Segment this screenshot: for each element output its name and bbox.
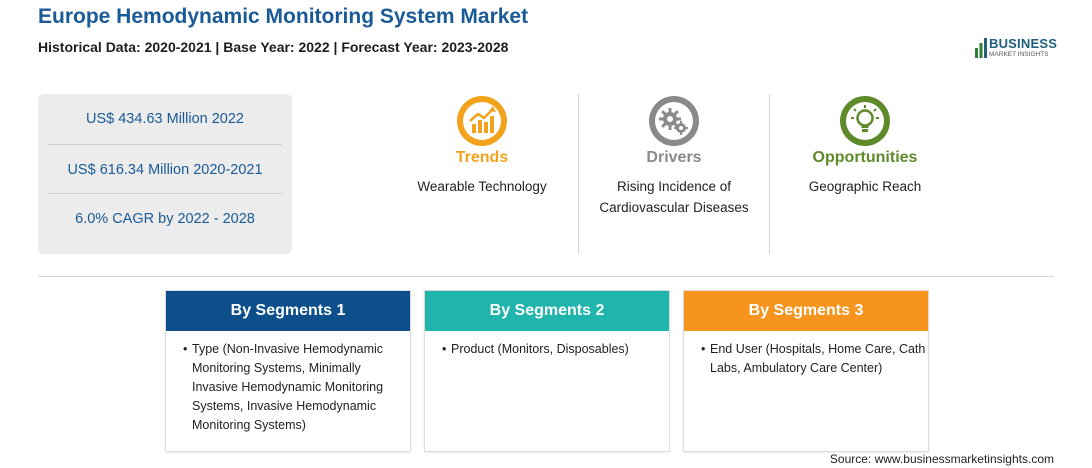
- section-divider: [38, 276, 1054, 277]
- opportunities-heading: Opportunities: [812, 149, 918, 166]
- segment-2-list: Product (Monitors, Disposables): [425, 340, 669, 359]
- trends-heading: Trends: [455, 149, 509, 166]
- drivers-text: Rising Incidence of Cardiovascular Disea…: [599, 179, 749, 215]
- stat-market-size-2022: US$ 434.63 Million 2022: [86, 111, 244, 127]
- stat-cagr: 6.0% CAGR by 2022 - 2028: [48, 193, 282, 244]
- report-period: Historical Data: 2020-2021 | Base Year: …: [38, 39, 509, 55]
- logo-mark-icon: [975, 38, 987, 58]
- trends-text: Wearable Technology: [417, 179, 547, 194]
- stat-market-size-historical: US$ 616.34 Million 2020-2021: [48, 144, 282, 195]
- drivers-column: Drivers Rising Incidence of Cardiovascul…: [584, 94, 764, 244]
- segment-3-item: End User (Hospitals, Home Care, Cath Lab…: [701, 340, 928, 378]
- segment-1-header: By Segments 1: [166, 291, 410, 331]
- lightbulb-icon: [840, 96, 890, 146]
- trends-column: Trends Wearable Technology: [392, 94, 572, 244]
- segment-card-1: By Segments 1 Type (Non-Invasive Hemodyn…: [165, 290, 411, 452]
- logo-brand: BUSINESS: [989, 36, 1058, 51]
- segment-1-item: Type (Non-Invasive Hemodynamic Monitorin…: [183, 340, 410, 435]
- segment-3-header: By Segments 3: [684, 291, 928, 331]
- segment-2-header: By Segments 2: [425, 291, 669, 331]
- column-divider: [578, 94, 579, 254]
- segment-2-item: Product (Monitors, Disposables): [442, 340, 669, 359]
- segment-1-list: Type (Non-Invasive Hemodynamic Monitorin…: [166, 340, 410, 435]
- trend-chart-icon: [457, 96, 507, 146]
- column-divider: [769, 94, 770, 254]
- market-stats-panel: US$ 434.63 Million 2022 US$ 616.34 Milli…: [38, 94, 292, 254]
- source-link[interactable]: Source: www.businessmarketinsights.com: [829, 452, 1054, 466]
- logo-tagline: MARKET INSIGHTS: [989, 51, 1049, 58]
- opportunities-text: Geographic Reach: [808, 179, 922, 194]
- segment-3-list: End User (Hospitals, Home Care, Cath Lab…: [684, 340, 928, 378]
- drivers-heading: Drivers: [646, 149, 702, 166]
- company-logo: BUSINESS MARKET INSIGHTS: [974, 34, 1074, 64]
- segment-card-2: By Segments 2 Product (Monitors, Disposa…: [424, 290, 670, 452]
- opportunities-column: Opportunities Geographic Reach: [775, 94, 955, 244]
- page-title: Europe Hemodynamic Monitoring System Mar…: [38, 5, 529, 28]
- segment-card-3: By Segments 3 End User (Hospitals, Home …: [683, 290, 929, 452]
- gears-icon: [649, 96, 699, 146]
